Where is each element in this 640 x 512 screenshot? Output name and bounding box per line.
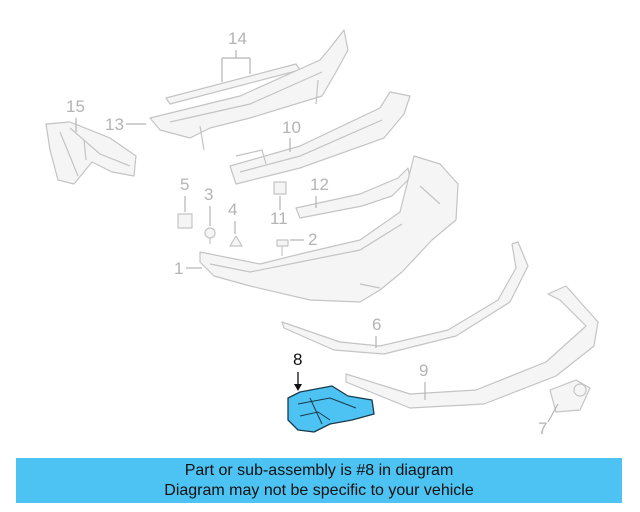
part-9-lower-trim	[345, 285, 599, 409]
callout-4: 4	[228, 200, 237, 219]
banner-line-disclaimer: Diagram may not be specific to your vehi…	[164, 482, 474, 499]
banner-line-part: Part or sub-assembly is #8 in diagram	[184, 462, 454, 479]
callout-7: 7	[538, 419, 547, 438]
part-4-nut	[229, 235, 243, 247]
callout-10: 10	[282, 118, 301, 137]
callout-2: 2	[308, 230, 317, 249]
part-10-bar	[229, 91, 411, 185]
callout-9: 9	[419, 361, 428, 380]
part-1-bumper-cover	[199, 155, 459, 303]
callout-14: 14	[228, 29, 247, 48]
part-2-bolt	[276, 239, 289, 256]
callout-1: 1	[174, 259, 183, 278]
part-8-bracket-highlighted	[287, 385, 375, 433]
part-11-clip	[273, 181, 287, 195]
part-3-push-pin	[204, 227, 216, 244]
callout-6: 6	[372, 315, 381, 334]
callout-3: 3	[204, 185, 213, 204]
callout-11: 11	[270, 209, 288, 228]
part-13-reinforcement	[149, 29, 349, 151]
part-15-side-bracket	[45, 121, 137, 185]
callout-8: 8	[293, 350, 302, 369]
callout-13: 13	[105, 115, 124, 134]
callout-15: 15	[66, 97, 85, 116]
part-7-reflector	[549, 379, 591, 413]
callout-5: 5	[180, 175, 189, 194]
info-banner: Part or sub-assembly is #8 in diagram Di…	[16, 458, 622, 503]
part-5-bracket	[177, 213, 193, 229]
exploded-parts-diagram: 14 15 13 10 12 5 3 4 11 2 1 6 9 7 8	[45, 29, 599, 438]
callout-12: 12	[310, 175, 329, 194]
part-6-lower-molding	[281, 241, 529, 355]
